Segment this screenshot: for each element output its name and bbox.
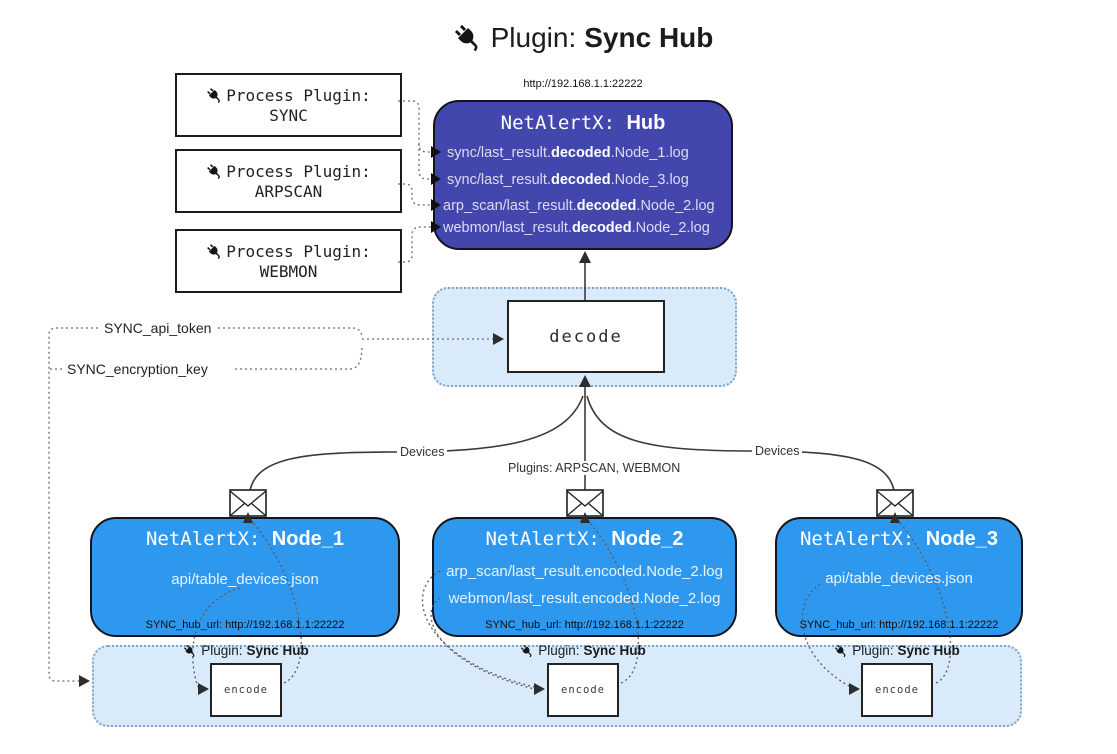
hub-file-line: arp_scan/last_result.decoded.Node_2.log — [443, 198, 715, 214]
encode-plugin-prefix: Plugin: — [538, 643, 580, 658]
hub-file-line: sync/last_result.decoded.Node_3.log — [447, 172, 689, 188]
node-file-line: arp_scan/last_result.encoded.Node_2.log — [446, 563, 723, 580]
hub-file-post: .Node_3.log — [610, 172, 689, 188]
encode-box-2: encode — [547, 663, 619, 717]
decode-box: decode — [507, 300, 665, 373]
edge-label-devices-left: Devices — [397, 445, 448, 459]
node-title: NetAlertX: Node_1 — [92, 528, 398, 551]
hub-box: NetAlertX: Hub sync/last_result.decoded.… — [433, 100, 733, 250]
hub-title: NetAlertX: Hub — [435, 112, 731, 135]
encode-plugin-label-1: Plugin: Sync Hub — [166, 643, 326, 658]
arrowhead-right — [79, 675, 90, 687]
node-file-line: api/table_devices.json — [825, 570, 973, 587]
hub-file-pre: sync/last_result. — [447, 145, 551, 161]
encode-plugin-name: Sync Hub — [246, 643, 309, 658]
page-title-prefix: Plugin: — [490, 22, 577, 53]
node-title: NetAlertX: Node_2 — [434, 528, 735, 551]
hub-file-line: webmon/last_result.decoded.Node_2.log — [443, 220, 710, 236]
process-plugin-name: ARPSCAN — [254, 181, 323, 201]
node-hub-url: SYNC_hub_url: http://192.168.1.1:22222 — [485, 619, 684, 631]
process-plugin-box-arpscan: Process Plugin: ARPSCAN — [175, 149, 402, 213]
hub-file-post: .Node_2.log — [631, 220, 710, 236]
node-title-prefix: NetAlertX: — [485, 528, 600, 550]
process-plugin-label: Process Plugin: — [226, 161, 371, 181]
page-title-name: Sync Hub — [584, 22, 714, 53]
arrowhead-up — [579, 251, 591, 263]
hub-file-bold: decoded — [571, 220, 632, 236]
node-box-node-2: NetAlertX: Node_2 arp_scan/last_result.e… — [432, 517, 737, 637]
process-plugin-label: Process Plugin: — [226, 85, 371, 105]
node-title-name: Node_1 — [271, 528, 345, 550]
edge-label-devices-right: Devices — [752, 444, 803, 458]
process-plugin-box-sync: Process Plugin: SYNC — [175, 73, 402, 137]
setting-sync-api-token: SYNC_api_token — [101, 320, 215, 336]
hub-url: http://192.168.1.1:22222 — [523, 78, 643, 90]
hub-file-bold: decoded — [576, 198, 637, 214]
setting-sync-encryption-key: SYNC_encryption_key — [64, 361, 211, 377]
process-plugin-connectors — [398, 100, 431, 263]
plug-icon — [835, 644, 846, 657]
hub-file-post: .Node_2.log — [636, 198, 715, 214]
envelope-icons — [229, 489, 914, 517]
hub-title-name: Hub — [626, 112, 666, 134]
encode-plugin-label-2: Plugin: Sync Hub — [503, 643, 663, 658]
encode-plugin-prefix: Plugin: — [201, 643, 243, 658]
node-title-name: Node_2 — [611, 528, 684, 550]
node-title-prefix: NetAlertX: — [799, 528, 915, 550]
hub-file-pre: webmon/last_result. — [443, 220, 572, 236]
node-title: NetAlertX: Node_3 — [777, 528, 1021, 551]
node-file-line: api/table_devices.json — [171, 571, 319, 588]
process-plugin-box-webmon: Process Plugin: WEBMON — [175, 229, 402, 293]
node-file-line: webmon/last_result.encoded.Node_2.log — [448, 590, 721, 607]
encode-box-3: encode — [861, 663, 933, 717]
hub-title-prefix: NetAlertX: — [500, 112, 616, 134]
node-hub-url: SYNC_hub_url: http://192.168.1.1:22222 — [145, 619, 345, 631]
envelope-icon — [229, 489, 267, 517]
encode-plugin-label-3: Plugin: Sync Hub — [817, 643, 977, 658]
hub-file-bold: decoded — [550, 172, 611, 188]
plug-icon — [207, 87, 221, 103]
page-title: Plugin: Sync Hub — [383, 18, 783, 58]
encode-plugin-name: Sync Hub — [897, 643, 960, 658]
edge-label-plugins-center: Plugins: ARPSCAN, WEBMON — [505, 461, 684, 475]
hub-file-pre: arp_scan/last_result. — [443, 198, 577, 214]
plug-icon — [207, 163, 221, 179]
encode-plugin-name: Sync Hub — [583, 643, 646, 658]
process-plugin-name: WEBMON — [259, 261, 318, 281]
process-plugin-label: Process Plugin: — [226, 241, 371, 261]
node-box-node-3: NetAlertX: Node_3 api/table_devices.json… — [775, 517, 1023, 637]
encode-box-1: encode — [210, 663, 282, 717]
plug-icon — [521, 644, 532, 657]
node-hub-url: SYNC_hub_url: http://192.168.1.1:22222 — [799, 619, 999, 631]
node-title-name: Node_3 — [925, 528, 999, 550]
hub-file-post: .Node_1.log — [610, 145, 689, 161]
node-title-prefix: NetAlertX: — [145, 528, 261, 550]
plug-icon — [207, 243, 221, 259]
plug-icon — [184, 644, 195, 657]
process-plugin-name: SYNC — [269, 105, 308, 125]
hub-file-pre: sync/last_result. — [447, 172, 551, 188]
hub-file-bold: decoded — [550, 145, 611, 161]
envelope-icon — [876, 489, 914, 517]
hub-file-line: sync/last_result.decoded.Node_1.log — [447, 145, 689, 161]
plug-icon — [454, 24, 478, 52]
envelope-icon — [566, 489, 604, 517]
node-box-node-1: NetAlertX: Node_1 api/table_devices.json… — [90, 517, 400, 637]
encode-plugin-prefix: Plugin: — [852, 643, 894, 658]
